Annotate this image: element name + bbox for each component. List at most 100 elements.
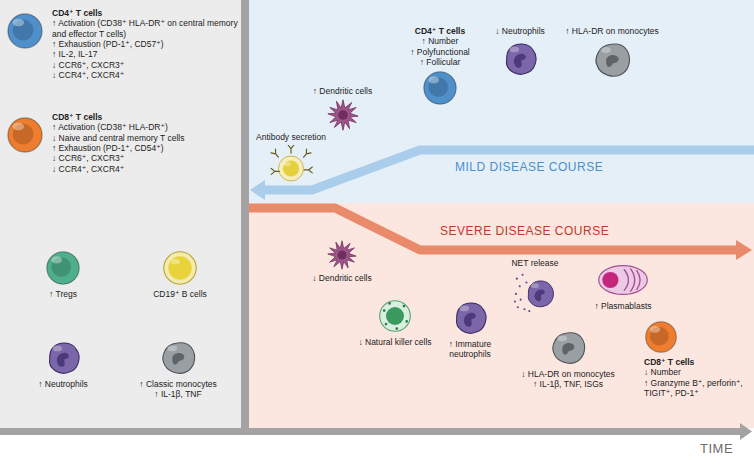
cell-note: ↑ Activation (CD38⁺ HLA-DR⁺) bbox=[52, 122, 238, 132]
cell-node: ↑ Plasmablasts bbox=[584, 262, 662, 311]
cell-shape bbox=[528, 281, 553, 307]
cell-node: Antibody secretion bbox=[255, 132, 327, 189]
cell-shape bbox=[531, 284, 539, 289]
cell-shape bbox=[522, 274, 524, 276]
cell-node: NET release bbox=[500, 258, 570, 313]
cell-node: ↑ Dendritic cells bbox=[300, 86, 385, 131]
cell-text-block: NET release bbox=[511, 258, 558, 268]
cell-drawing bbox=[6, 116, 44, 154]
cell-icon bbox=[514, 271, 556, 313]
mild-region bbox=[249, 0, 754, 203]
cell-shape bbox=[386, 307, 404, 325]
cell-shape bbox=[630, 268, 635, 291]
cell-drawing bbox=[451, 298, 489, 336]
cell-note: ↑ Exhaustion (PD-1⁺, CD54⁺) bbox=[52, 143, 238, 153]
cell-shape bbox=[288, 145, 294, 153]
severe-course-band bbox=[249, 208, 737, 250]
cell-shape bbox=[510, 47, 520, 53]
cell-icon bbox=[6, 116, 44, 154]
cell-note: ↑ IL-2, IL-17 bbox=[52, 49, 238, 59]
time-axis bbox=[0, 428, 740, 435]
cell-note: ↑ Polyfunctional bbox=[410, 47, 470, 57]
cell-shape bbox=[164, 252, 196, 284]
cell-shape bbox=[403, 305, 406, 308]
cell-shape bbox=[516, 278, 518, 280]
cell-shape bbox=[517, 307, 519, 309]
cell-note: ↑ IL-1β, TNF, ISGs bbox=[521, 379, 615, 389]
cell-drawing bbox=[596, 262, 650, 298]
cell-node: ↓ Dendritic cells bbox=[300, 240, 384, 283]
cell-shape bbox=[338, 251, 347, 260]
cell-note: ↑ Tregs bbox=[49, 289, 77, 299]
cell-note: NET release bbox=[511, 258, 558, 268]
cell-note: ↓ HLA-DR on monocytes bbox=[521, 369, 615, 379]
severe-course-head bbox=[736, 240, 752, 260]
cell-heading: CD8⁺ T cells bbox=[52, 112, 238, 122]
cell-shape bbox=[528, 310, 530, 312]
cell-shape bbox=[553, 333, 585, 363]
cell-shape bbox=[271, 149, 281, 159]
cell-note: ↑ Plasmablasts bbox=[594, 301, 651, 311]
cell-note: ↑ Number bbox=[410, 36, 470, 46]
cell-node: CD4⁺ T cells↑ Activation (CD38⁺ HLA-DR⁺ … bbox=[6, 8, 238, 81]
cell-drawing bbox=[377, 298, 413, 334]
cell-text-block: ↓ Natural killer cells bbox=[358, 337, 431, 347]
cell-shape bbox=[514, 301, 516, 303]
cell-note: CD19⁺ B cells bbox=[153, 289, 207, 299]
cell-shape bbox=[520, 299, 522, 301]
cell-note: ↑ Immature neutrophils bbox=[434, 339, 506, 360]
cell-note: ↑ HLA-DR on monocytes bbox=[565, 26, 659, 36]
cell-text-block: ↑ HLA-DR on monocytes bbox=[565, 26, 659, 36]
cell-shape bbox=[596, 44, 630, 76]
cell-drawing bbox=[549, 328, 587, 366]
cell-icon bbox=[327, 99, 359, 131]
cell-shape bbox=[562, 343, 574, 354]
cell-shape bbox=[388, 302, 391, 305]
cell-shape bbox=[168, 346, 178, 352]
cell-shape bbox=[13, 19, 24, 27]
cell-icon bbox=[159, 338, 197, 376]
cell-node: CD19⁺ B cells bbox=[130, 250, 230, 299]
cell-note: ↑ Exhaustion (PD-1⁺, CD57⁺) bbox=[52, 39, 238, 49]
cell-node: ↑ Classic monocytes↑ IL-1β, TNF bbox=[122, 338, 234, 400]
cell-text-block: ↓ Dendritic cells bbox=[312, 273, 372, 283]
cell-shape bbox=[8, 118, 42, 152]
cell-note: ↑ IL-1β, TNF bbox=[139, 389, 216, 399]
cell-drawing bbox=[6, 12, 44, 50]
cell-note: ↓ Dendritic cells bbox=[312, 273, 372, 283]
cell-shape bbox=[53, 346, 63, 352]
cell-shape bbox=[338, 111, 348, 121]
cell-icon bbox=[596, 262, 650, 298]
cell-shape bbox=[515, 293, 517, 295]
cell-shape bbox=[525, 282, 527, 284]
cell-shape bbox=[460, 306, 470, 312]
cell-drawing bbox=[327, 240, 357, 270]
cell-icon bbox=[162, 250, 198, 286]
cell-shape bbox=[13, 20, 34, 41]
cell-icon bbox=[549, 328, 587, 366]
cell-text-block: ↓ HLA-DR on monocytes↑ IL-1β, TNF, ISGs bbox=[521, 369, 615, 390]
cell-drawing bbox=[269, 145, 313, 189]
cell-text-block: Antibody secretion bbox=[256, 132, 326, 142]
cell-drawing bbox=[327, 99, 359, 131]
cell-shape bbox=[535, 290, 545, 302]
mild-course-band bbox=[264, 150, 754, 190]
cell-shape bbox=[271, 169, 279, 175]
cell-shape bbox=[13, 123, 24, 131]
cell-node: ↓ HLA-DR on monocytes↑ IL-1β, TNF, ISGs bbox=[512, 328, 624, 390]
cell-icon bbox=[269, 145, 313, 189]
cell-note: ↓ Naive and central memory T cells bbox=[52, 133, 238, 143]
cell-shape bbox=[528, 281, 553, 307]
cell-shape bbox=[301, 149, 311, 159]
panel-divider bbox=[241, 0, 249, 435]
cell-node: ↑ HLA-DR on monocytes bbox=[556, 26, 668, 79]
cell-text-block: CD8⁺ T cells↓ Number↑ Granzyme B⁺, perfo… bbox=[644, 357, 750, 398]
cell-note: ↓ CCR4⁺, CXCR4⁺ bbox=[52, 70, 238, 80]
cell-drawing bbox=[514, 271, 556, 313]
cell-shape bbox=[456, 303, 485, 333]
cell-shape bbox=[637, 270, 641, 290]
cell-heading: CD4⁺ T cells bbox=[52, 8, 238, 18]
cell-shape bbox=[383, 309, 386, 312]
cell-note: ↑ Neutrophils bbox=[38, 379, 88, 389]
cell-icon bbox=[327, 240, 357, 270]
